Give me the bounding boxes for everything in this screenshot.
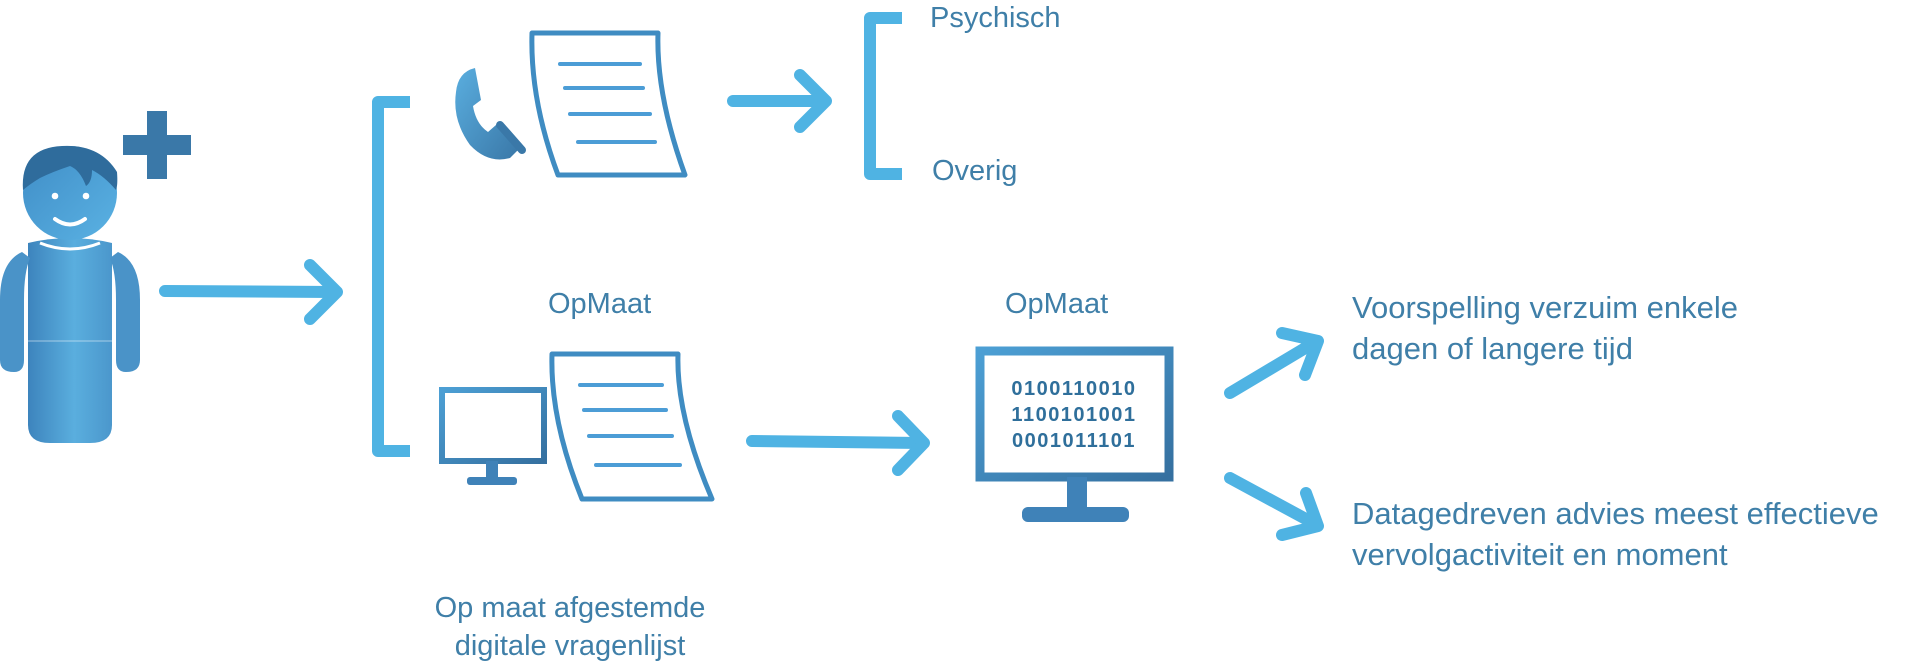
plus-icon bbox=[123, 111, 191, 179]
arrow-to-advice bbox=[1224, 472, 1324, 541]
document-icon-questionnaire bbox=[549, 351, 715, 502]
label-overig: Overig bbox=[932, 155, 1018, 187]
label-advice-line-1: Datagedreven advies meest effectieve bbox=[1352, 496, 1879, 531]
label-prediction: Voorspelling verzuim enkele dagen of lan… bbox=[1352, 287, 1738, 369]
label-prediction-line-1: Voorspelling verzuim enkele bbox=[1352, 290, 1738, 325]
label-questionnaire-line-2: digitale vragenlijst bbox=[454, 630, 686, 662]
label-opmaat-computer: OpMaat bbox=[1005, 288, 1109, 320]
document-icon-phone bbox=[529, 30, 688, 178]
arrow-to-prediction bbox=[1224, 327, 1324, 399]
arrow-questionnaire-to-computer bbox=[746, 410, 930, 476]
person-with-plus-icon bbox=[0, 111, 191, 443]
arrow-phone-to-categories bbox=[727, 69, 832, 133]
label-opmaat-questionnaire: OpMaat bbox=[548, 288, 652, 320]
binary-line-3: 0001011101 bbox=[1012, 430, 1136, 452]
arrow-person-to-options bbox=[159, 259, 343, 325]
category-bracket bbox=[864, 12, 902, 180]
label-advice-line-2: vervolgactiviteit en moment bbox=[1352, 537, 1728, 572]
binary-line-2: 1100101001 bbox=[1011, 404, 1136, 426]
label-prediction-line-2: dagen of langere tijd bbox=[1352, 331, 1633, 366]
phone-icon bbox=[455, 68, 526, 160]
options-bracket bbox=[372, 96, 410, 457]
monitor-icon-small bbox=[439, 387, 547, 485]
label-questionnaire: Op maat afgestemde digitale vragenlijst bbox=[400, 589, 740, 665]
monitor-icon-opmaat: 0100110010 1100101001 0001011101 bbox=[975, 346, 1174, 522]
label-advice: Datagedreven advies meest effectieve ver… bbox=[1352, 493, 1879, 575]
label-questionnaire-line-1: Op maat afgestemde bbox=[434, 592, 706, 624]
label-psychisch: Psychisch bbox=[930, 2, 1061, 34]
binary-line-1: 0100110010 bbox=[1011, 378, 1136, 400]
